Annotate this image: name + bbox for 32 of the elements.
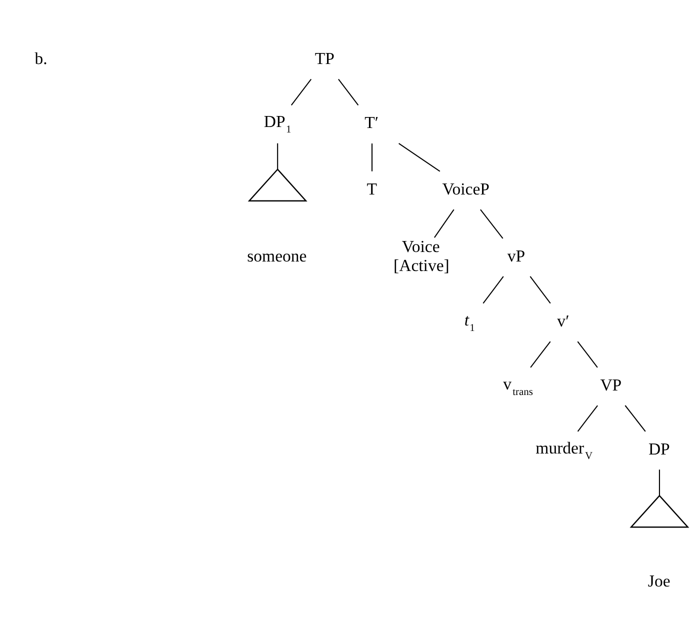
connector: [338, 78, 358, 105]
node-triangle: [629, 494, 689, 528]
node-text: murder$_{V}$: [535, 438, 592, 462]
connector: [530, 340, 550, 368]
node-text: Voice [Active]: [393, 236, 449, 274]
connector: [434, 208, 454, 238]
connector: [529, 276, 550, 304]
node-text: VoiceP: [442, 178, 490, 198]
connector: [480, 208, 503, 238]
connector: [290, 78, 312, 105]
connector: [370, 142, 372, 171]
node-text: VP: [600, 375, 622, 394]
node-text: TP: [314, 48, 334, 68]
node-text: vP: [506, 246, 525, 265]
node-text: v′: [556, 311, 569, 330]
connector: [482, 276, 504, 304]
node-text: v$_{trans}$: [502, 374, 532, 398]
connector: [276, 142, 278, 169]
node-label: Joe: [647, 571, 670, 590]
connector: [576, 404, 598, 432]
node-text: t$_{1}$: [464, 310, 474, 334]
connector: [576, 340, 598, 368]
connector: [658, 469, 660, 496]
node-text: DP$_{1}$: [263, 112, 291, 136]
node-label: someone: [246, 246, 306, 265]
connector: [398, 142, 440, 172]
label: b.: [34, 48, 47, 68]
connector: [624, 404, 646, 432]
node-text: T′: [364, 112, 378, 132]
node-text: T: [366, 178, 377, 198]
node-text: DP: [648, 439, 670, 458]
node-triangle: [247, 168, 307, 201]
